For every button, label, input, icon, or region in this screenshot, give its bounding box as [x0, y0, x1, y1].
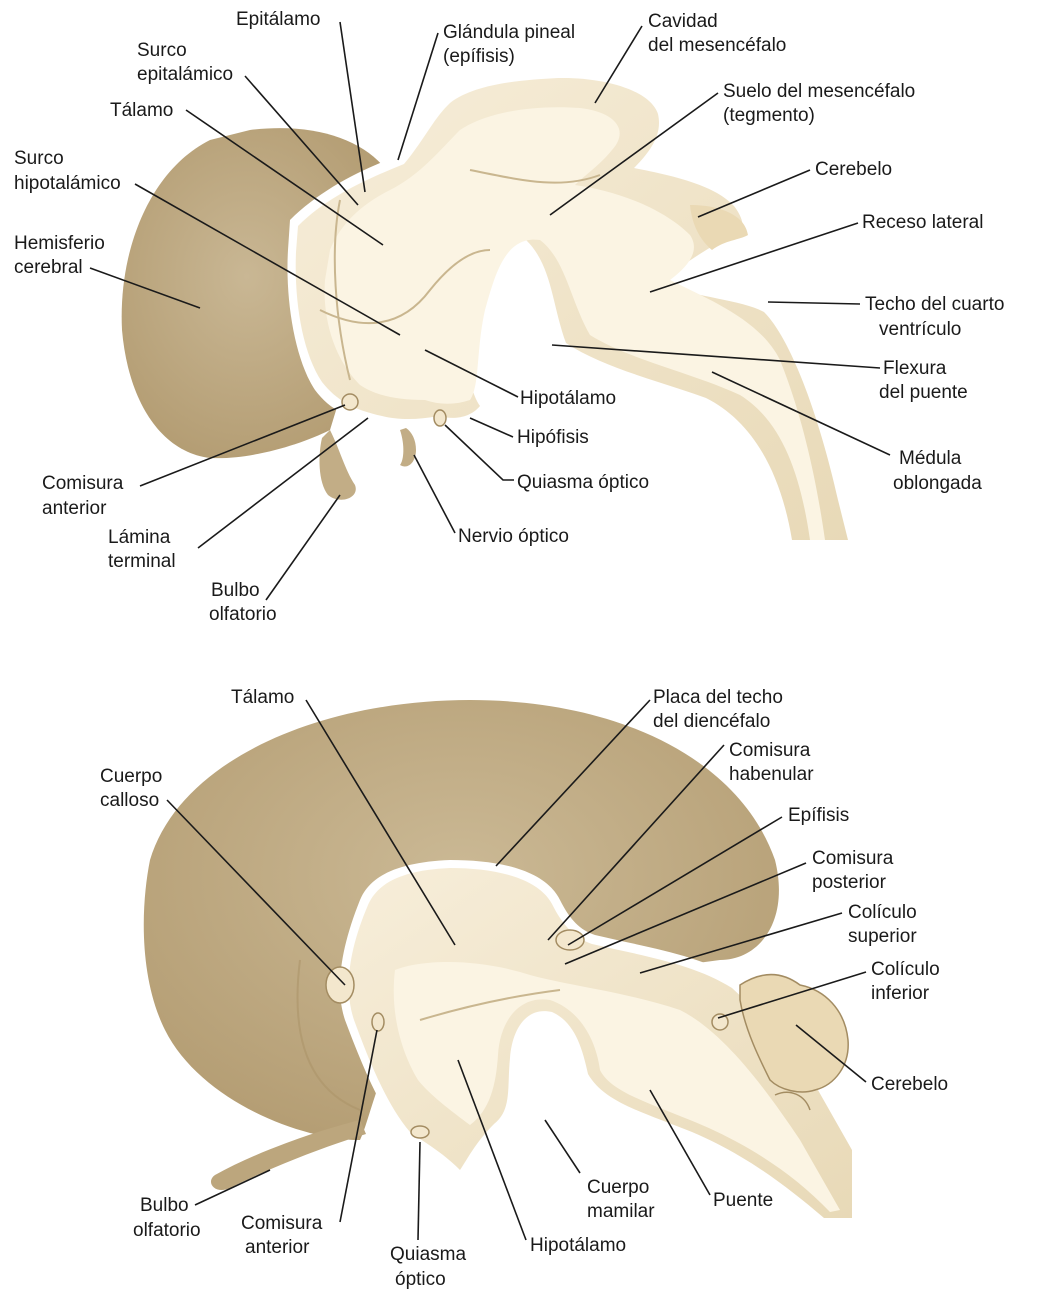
bottom-corpus-callosum-shape: [326, 967, 354, 1003]
leader-top-nervio: [414, 455, 455, 533]
leader-bottom-quiasma: [418, 1142, 420, 1240]
label-glandula-pineal: Glándula pineal(epífisis): [443, 22, 575, 67]
label-hipofisis: Hipófisis: [517, 427, 589, 448]
leader-top-bulbo: [266, 495, 340, 600]
top-anterior-commissure-shape: [342, 394, 358, 410]
top-optic-nerve-shape: [400, 428, 416, 467]
top-optic-chiasm-shape: [434, 410, 446, 426]
label-hipotalamo: Hipotálamo: [530, 1235, 626, 1256]
leader-top-hipofisis: [470, 418, 513, 437]
bottom-epiphysis-shape: [556, 930, 584, 950]
label-cerebelo: Cerebelo: [815, 159, 892, 180]
label-nervio-optico: Nervio óptico: [458, 526, 569, 547]
leader-bottom-mamilar: [545, 1120, 580, 1173]
leader-top-techo: [768, 302, 860, 304]
label-talamo: Tálamo: [110, 100, 173, 121]
label-suelo-mesencefalo: Suelo del mesencéfalo(tegmento): [723, 81, 915, 126]
top-brain-illustration: [122, 68, 862, 545]
bottom-olfactory-bulb-shape: [211, 1120, 366, 1190]
label-epitalamo: Epitálamo: [236, 9, 321, 30]
bottom-anterior-commissure-shape: [372, 1013, 384, 1031]
label-epifisis: Epífisis: [788, 805, 849, 826]
label-receso-lateral: Receso lateral: [862, 212, 983, 233]
label-talamo: Tálamo: [231, 687, 294, 708]
label-cerebelo: Cerebelo: [871, 1074, 948, 1095]
label-hipotalamo: Hipotálamo: [520, 388, 616, 409]
bottom-optic-chiasm-shape: [411, 1126, 429, 1138]
label-quiasma-optico: Quiasma óptico: [517, 472, 649, 493]
label-puente: Puente: [713, 1190, 773, 1211]
